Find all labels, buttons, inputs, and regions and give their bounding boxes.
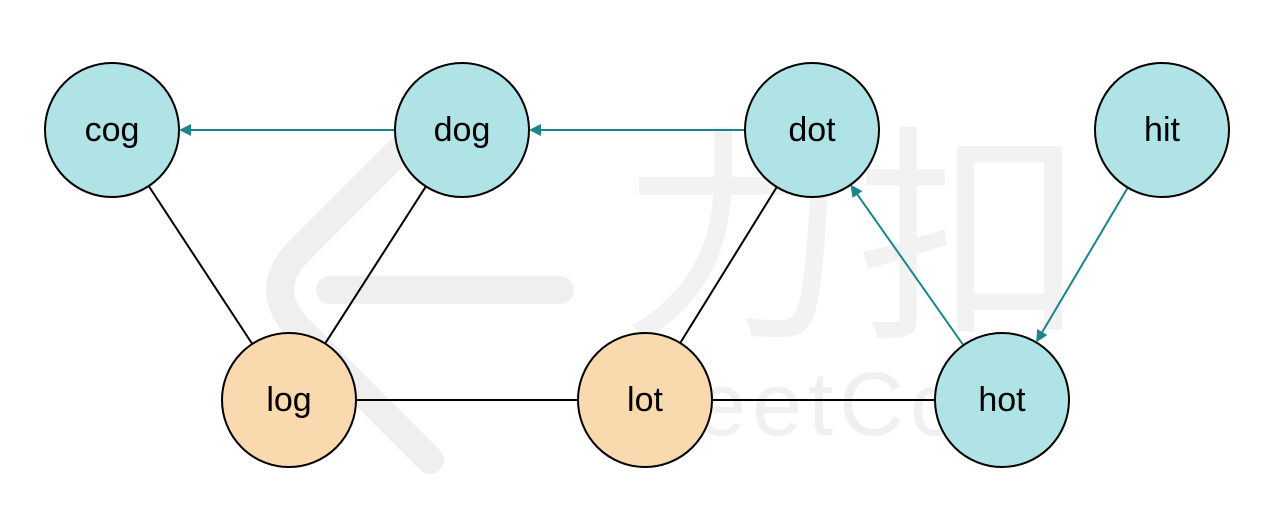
node-label-log: log <box>266 381 311 419</box>
node-circle-log <box>221 332 357 468</box>
node-cog: cog <box>44 62 180 198</box>
nodes: cog dog dot hit log lot hot <box>44 62 1230 468</box>
node-label-dog: dog <box>434 111 491 149</box>
arrow-hot-to-dot <box>850 184 965 346</box>
edge-dog-log <box>324 185 427 345</box>
node-label-hit: hit <box>1144 111 1180 149</box>
node-circle-hit <box>1094 62 1230 198</box>
node-circle-dot <box>744 62 880 198</box>
edge-dot-lot <box>679 186 778 344</box>
node-label-cog: cog <box>85 111 140 149</box>
node-log: log <box>221 332 357 468</box>
node-circle-dog <box>394 62 530 198</box>
node-dog: dog <box>394 62 530 198</box>
arrow-hit-to-hot <box>1036 187 1129 343</box>
leetcode-logo-icon <box>266 106 574 474</box>
edges <box>147 124 1129 401</box>
node-hit: hit <box>1094 62 1230 198</box>
node-circle-hot <box>934 332 1070 468</box>
node-hot: hot <box>934 332 1070 468</box>
edge-cog-log <box>147 185 254 345</box>
node-circle-lot <box>577 332 713 468</box>
node-lot: lot <box>577 332 713 468</box>
node-label-hot: hot <box>978 381 1026 419</box>
node-label-dot: dot <box>788 111 836 149</box>
node-dot: dot <box>744 62 880 198</box>
node-label-lot: lot <box>627 381 663 419</box>
node-circle-cog <box>44 62 180 198</box>
